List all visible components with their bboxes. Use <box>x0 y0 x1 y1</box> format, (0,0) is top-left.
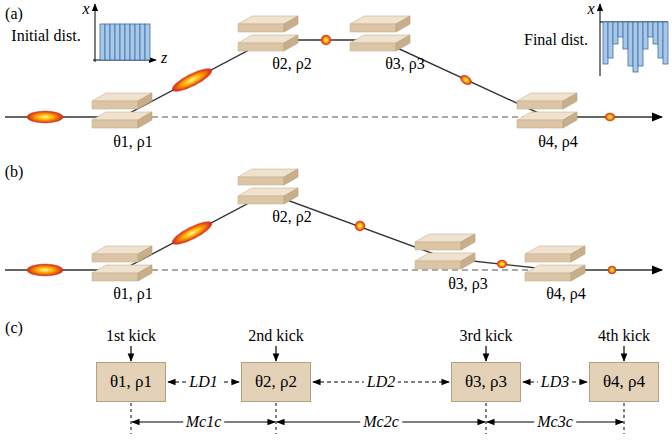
dipole-magnet <box>525 246 585 281</box>
box-text: θ4, ρ4 <box>603 372 645 392</box>
box-text: θ2, ρ2 <box>255 372 297 392</box>
electron-bunch <box>497 260 507 268</box>
electron-bunch <box>605 113 615 121</box>
histogram-bar <box>130 24 135 60</box>
kick-label: 4th kick <box>598 327 650 345</box>
magnet-label: θ3, ρ3 <box>448 275 488 293</box>
axis-label: x <box>587 0 594 18</box>
electron-bunch <box>608 266 616 274</box>
histogram-bar <box>125 24 130 60</box>
final-distribution <box>600 4 668 76</box>
histogram-bar <box>633 22 638 72</box>
histogram-bar <box>658 22 663 58</box>
magnet-label: θ2, ρ2 <box>272 55 312 73</box>
kick-label: 1st kick <box>106 327 156 345</box>
electron-bunch <box>321 35 331 45</box>
kick-label: 2nd kick <box>248 327 304 345</box>
histogram-bar <box>120 24 125 60</box>
histogram-bar <box>140 24 145 60</box>
process-box: θ3, ρ3 <box>451 362 521 402</box>
histogram-bar <box>145 24 150 60</box>
histogram-bar <box>638 22 643 66</box>
kick-arrow <box>623 346 624 361</box>
histogram-bar <box>105 24 110 60</box>
histogram-bar <box>603 22 608 64</box>
electron-bunch <box>27 111 63 123</box>
kick-arrow <box>130 346 131 361</box>
histogram-bar <box>623 22 628 49</box>
histogram-bar <box>608 22 613 58</box>
trajectory <box>5 193 662 270</box>
electron-bunch <box>170 218 215 249</box>
electron-bunch <box>355 221 365 231</box>
dipole-magnet <box>350 16 410 51</box>
box-text: θ1, ρ1 <box>110 372 152 392</box>
dipole-magnet <box>415 234 475 269</box>
reference-line <box>276 403 277 434</box>
distance-label: LD1 <box>186 373 220 391</box>
magnet-label: θ1, ρ1 <box>113 133 153 151</box>
magnet-label: θ2, ρ2 <box>272 208 312 226</box>
histogram-bar <box>643 22 648 49</box>
histogram-bar <box>663 22 668 64</box>
magnet-label: θ1, ρ1 <box>113 285 153 303</box>
panel-label: (c) <box>5 319 23 337</box>
axis-label: x <box>82 0 89 18</box>
process-box: θ4, ρ4 <box>589 362 659 402</box>
histogram-bar <box>648 22 653 37</box>
box-text: θ3, ρ3 <box>465 372 507 392</box>
histogram-bar <box>135 24 140 60</box>
kick-arrow <box>275 346 276 361</box>
reference-line <box>486 403 487 434</box>
initial-distribution <box>93 4 156 62</box>
distance-label: LD2 <box>364 373 398 391</box>
axis <box>600 4 601 76</box>
process-box: θ1, ρ1 <box>96 362 166 402</box>
dipole-magnet <box>92 246 152 281</box>
histogram-bar <box>115 24 120 60</box>
panel-label: (b) <box>5 163 24 181</box>
electron-bunch <box>27 264 63 276</box>
axis <box>95 4 96 62</box>
electron-bunch <box>170 65 215 96</box>
histogram-bar <box>628 22 633 66</box>
process-box: θ2, ρ2 <box>241 362 311 402</box>
kick-label: 3rd kick <box>460 327 513 345</box>
inset-title: Initial dist. <box>11 27 80 45</box>
beamline <box>5 193 662 270</box>
axis-label: z <box>161 49 167 67</box>
inset-title: Final dist. <box>524 31 588 49</box>
magnet-label: θ4, ρ4 <box>546 285 586 303</box>
histogram-bar <box>100 24 105 60</box>
histogram-bar <box>618 22 623 37</box>
reference-axis <box>122 116 547 117</box>
dimension-label: Mc2c <box>360 413 402 431</box>
reference-line <box>131 403 132 434</box>
dipole-magnet <box>238 169 298 204</box>
dipole-magnet <box>92 93 152 128</box>
dimension-label: Mc3c <box>534 413 576 431</box>
histogram-bar <box>110 24 115 60</box>
reference-line <box>624 403 625 434</box>
electron-bunch <box>459 73 473 86</box>
histogram-bar <box>653 22 658 44</box>
histogram-bar <box>613 22 618 44</box>
dipole-magnet <box>517 93 577 128</box>
kick-arrow <box>485 346 486 361</box>
dipole-magnet <box>238 16 298 51</box>
magnet-label: θ3, ρ3 <box>385 55 425 73</box>
panel-label: (a) <box>5 5 23 23</box>
distance-label: LD3 <box>538 373 572 391</box>
reference-axis <box>122 269 555 270</box>
dimension-label: Mc1c <box>183 413 225 431</box>
magnet-label: θ4, ρ4 <box>538 133 578 151</box>
